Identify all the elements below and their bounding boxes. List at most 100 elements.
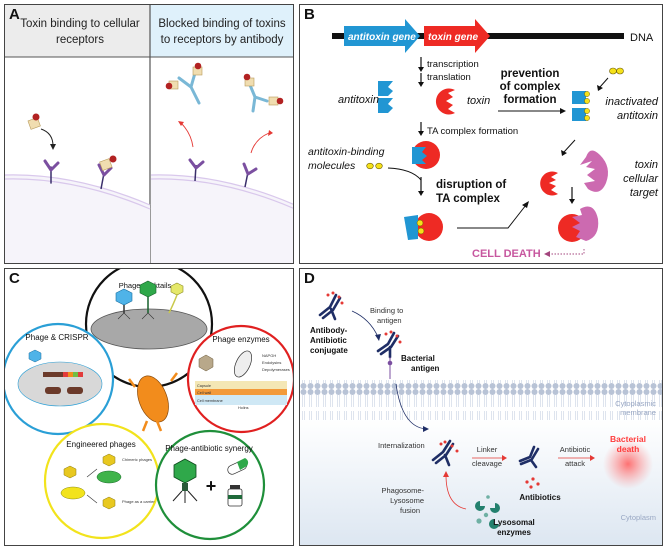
- ta-complex-icon: [412, 141, 440, 169]
- panel-a-right-header: [150, 5, 293, 57]
- capsule-layer: [195, 381, 287, 389]
- internalized-antibody-icon: [431, 439, 455, 467]
- svg-text:molecules: molecules: [308, 160, 356, 172]
- prevention-label: prevention: [501, 68, 560, 80]
- antibiotic-capsule-icon: [227, 458, 249, 475]
- cytoplasm-label: Cytoplasm: [621, 513, 656, 522]
- svg-text:Cell wall: Cell wall: [197, 391, 211, 395]
- bacterium-mascot-icon: [128, 372, 178, 432]
- chimeric-phages-label: Chimeric phages: [122, 457, 152, 462]
- bacterium-icon: [17, 361, 103, 407]
- antibody-conjugate-icon: [318, 293, 342, 321]
- internalization-label: Internalization: [378, 441, 425, 450]
- binding-label: Binding to: [370, 306, 403, 315]
- phage-icon: [139, 280, 157, 320]
- free-toxin-icon: [540, 171, 558, 196]
- svg-text:of complex: of complex: [500, 81, 561, 93]
- bacterial-death-glow: [603, 439, 653, 489]
- binding-arrow-icon: [351, 310, 379, 338]
- deflect-arrow-icon: [250, 132, 270, 154]
- cell-death-label: CELL DEATH: [472, 248, 541, 260]
- enzyme-legend-item: NAPGH: [262, 353, 276, 358]
- receptor-icon: [188, 158, 205, 182]
- down-arrow-icon: [418, 191, 424, 196]
- svg-text:receptors: receptors: [56, 34, 104, 46]
- transcription-label: transcription: [427, 59, 479, 70]
- svg-text:Antibiotic: Antibiotic: [310, 336, 347, 345]
- down-arrow-icon: [569, 199, 575, 204]
- antitoxin-icon: [378, 98, 393, 113]
- phage-antibiotic-synergy-label: Phage-antibiotic synergy: [165, 444, 253, 453]
- ta-complex-formation-label: TA complex formation: [427, 126, 518, 137]
- dotted-arrow-icon: [550, 249, 585, 255]
- svg-text:enzymes: enzymes: [497, 528, 531, 537]
- toxin-label: toxin: [467, 95, 490, 107]
- phage-icon: [63, 465, 77, 479]
- svg-text:to receptors by antibody: to receptors by antibody: [161, 34, 284, 46]
- antitoxin-icon: [378, 81, 393, 96]
- disrupted-complex-icon: [404, 213, 443, 241]
- membrane-left: [5, 174, 151, 206]
- panel-a: Toxin binding to cellular receptors Bloc…: [4, 4, 294, 264]
- antibody-toxin-complex-icon: [248, 83, 269, 113]
- antitoxin-gene-arrow: [344, 19, 420, 53]
- receptor-icon: [242, 162, 258, 188]
- svg-text:TA complex: TA complex: [436, 193, 501, 205]
- lysosomal-enzymes-icon: [475, 495, 500, 529]
- svg-text:Holins: Holins: [238, 406, 249, 410]
- antibiotics-icon: [525, 477, 540, 489]
- toxin-target-complex-icon: [558, 206, 599, 242]
- cell-right: [151, 174, 293, 263]
- phage-enzymes-circle: [186, 324, 293, 434]
- bacterium-icon: [96, 470, 122, 484]
- panel-c-illustration: Phage cocktails Phage & CRISPR Phage: [5, 269, 293, 541]
- phage-carrier-label: Phage as a carrier: [122, 499, 155, 504]
- svg-text:attack: attack: [565, 459, 585, 468]
- phage-crispr-label: Phage & CRISPR: [25, 333, 88, 342]
- inactivated-antitoxin-label: inactivated: [605, 96, 658, 108]
- svg-text:Lysosome: Lysosome: [390, 496, 424, 505]
- antibiotics-label: Antibiotics: [519, 493, 561, 502]
- phage-icon: [102, 453, 116, 467]
- phage-icon: [28, 349, 42, 363]
- svg-text:target: target: [630, 187, 659, 199]
- svg-text:cellular: cellular: [623, 173, 659, 185]
- bacterial-antigen-label: Bacterial: [401, 354, 435, 363]
- dna-label: DNA: [630, 32, 654, 44]
- svg-text:Capsule: Capsule: [197, 384, 211, 388]
- antitoxin-binding-molecules-label: antitoxin-binding: [308, 146, 385, 158]
- phage-antibiotic-synergy-circle: [154, 429, 266, 541]
- svg-text:death: death: [617, 444, 640, 454]
- fusion-arrow-icon: [445, 474, 467, 510]
- down-arrow-icon: [418, 131, 424, 136]
- down-arrow-icon: [418, 82, 424, 87]
- toxin-icon: [435, 88, 455, 115]
- phage-icon: [102, 496, 116, 510]
- membrane-right: [150, 174, 293, 205]
- right-arrow-icon: [560, 108, 566, 114]
- bacterium-icon: [90, 308, 208, 350]
- plus-sign: +: [206, 476, 217, 496]
- panel-b-label: B: [304, 6, 315, 23]
- panel-a-left-header: [5, 5, 150, 57]
- internalization-arrow-icon: [395, 383, 427, 430]
- svg-text:cleavage: cleavage: [472, 459, 502, 468]
- panel-b-illustration: antitoxin gene toxin gene DNA transcript…: [308, 19, 659, 260]
- phage-icon: [168, 282, 184, 314]
- panel-a-right-title: Blocked binding of toxins: [158, 18, 285, 30]
- antibody-toxin-complex-icon: [177, 71, 201, 105]
- cleaved-antibody-icon: [518, 445, 540, 469]
- svg-text:antigen: antigen: [377, 316, 402, 325]
- svg-text:formation: formation: [503, 94, 556, 106]
- toxin-target-icon: [580, 150, 608, 192]
- cytoplasmic-membrane: [300, 380, 662, 420]
- cell-left: [5, 174, 150, 263]
- fusion-label: Phagosome-: [381, 486, 424, 495]
- svg-text:Cell membrane: Cell membrane: [197, 399, 223, 403]
- cytoplasmic-membrane-label: Cytoplasmic: [615, 399, 656, 408]
- receptor-icon: [43, 159, 60, 184]
- svg-text:antitoxin: antitoxin: [617, 110, 658, 122]
- phage-icon: [198, 354, 214, 372]
- lysosomal-enzymes-label: Lysosomal: [493, 518, 535, 527]
- toxin-gene-label: toxin gene: [428, 32, 478, 43]
